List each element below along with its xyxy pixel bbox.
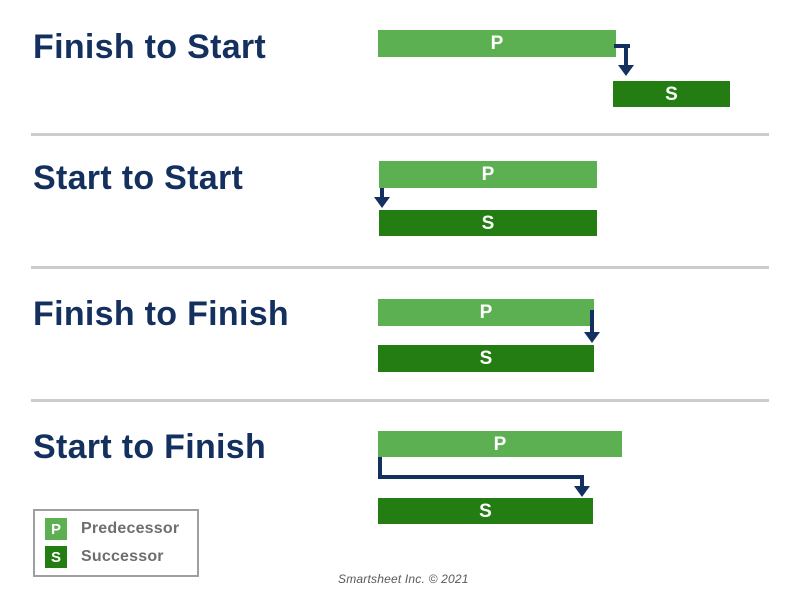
predecessor-bar-label: P bbox=[490, 33, 504, 54]
successor-bar: S bbox=[379, 210, 597, 236]
successor-bar: S bbox=[378, 498, 593, 524]
predecessor-chip-icon: P bbox=[45, 518, 67, 540]
arrow-down-icon bbox=[584, 332, 600, 343]
successor-bar-label: S bbox=[479, 500, 492, 522]
predecessor-bar: P bbox=[378, 299, 594, 326]
arrow-down-icon bbox=[374, 197, 390, 208]
successor-bar-label: S bbox=[479, 348, 493, 369]
legend-item-predecessor: P Predecessor bbox=[45, 517, 197, 541]
arrow-line bbox=[614, 44, 630, 48]
section-title-start-to-finish: Start to Finish bbox=[33, 428, 267, 466]
predecessor-bar-label: P bbox=[479, 302, 493, 323]
arrow-line bbox=[590, 310, 594, 333]
section-divider bbox=[31, 266, 769, 269]
arrow-line bbox=[378, 475, 584, 479]
successor-chip-icon: S bbox=[45, 546, 67, 568]
arrow-line bbox=[624, 44, 628, 67]
successor-bar: S bbox=[613, 81, 730, 107]
arrow-line bbox=[380, 188, 384, 198]
legend-label-predecessor: Predecessor bbox=[81, 520, 180, 537]
section-title-finish-to-finish: Finish to Finish bbox=[33, 295, 289, 333]
predecessor-bar: P bbox=[378, 431, 622, 457]
predecessor-bar-label: P bbox=[481, 164, 495, 185]
successor-bar-label: S bbox=[481, 212, 495, 234]
legend-item-successor: S Successor bbox=[45, 545, 197, 569]
copyright-credit: Smartsheet Inc. © 2021 bbox=[338, 572, 469, 586]
section-title-finish-to-start: Finish to Start bbox=[33, 28, 267, 66]
legend-box: P Predecessor S Successor bbox=[33, 509, 199, 577]
successor-bar-label: S bbox=[665, 83, 678, 105]
successor-bar: S bbox=[378, 345, 594, 372]
predecessor-bar: P bbox=[379, 161, 597, 188]
predecessor-bar-label: P bbox=[493, 433, 507, 455]
successor-chip-label: S bbox=[50, 548, 61, 566]
arrow-down-icon bbox=[574, 486, 590, 497]
arrow-line bbox=[580, 475, 584, 488]
legend-label-successor: Successor bbox=[81, 548, 164, 565]
section-divider bbox=[31, 399, 769, 402]
arrow-line bbox=[378, 457, 382, 479]
section-title-start-to-start: Start to Start bbox=[33, 159, 244, 197]
predecessor-bar: P bbox=[378, 30, 616, 57]
arrow-down-icon bbox=[618, 65, 634, 76]
predecessor-chip-label: P bbox=[50, 520, 61, 538]
section-divider bbox=[31, 133, 769, 136]
